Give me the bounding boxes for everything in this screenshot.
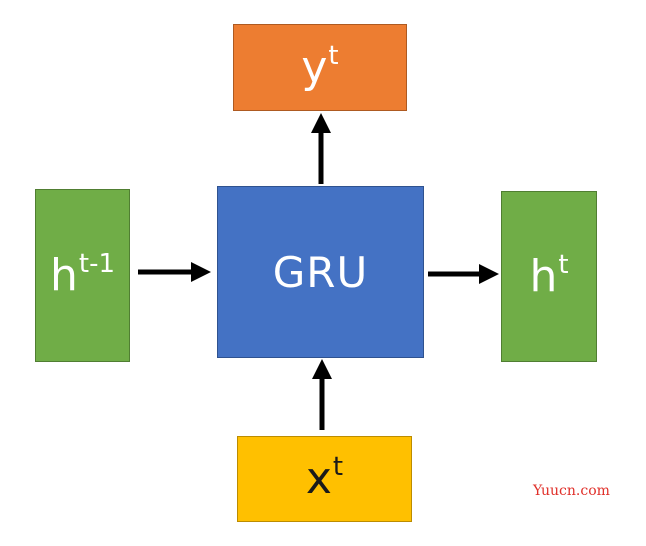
gru-cell: GRU — [217, 186, 424, 358]
hidden-label: ht — [529, 249, 569, 302]
input-node-x: xt — [237, 436, 412, 522]
prev-hidden-node: ht-1 — [35, 189, 130, 362]
output-label: yt — [301, 40, 339, 93]
hidden-node: ht — [501, 191, 597, 362]
prev-hidden-label: ht-1 — [49, 248, 115, 301]
watermark-text: Yuucn.com — [533, 483, 610, 499]
output-node-y: yt — [233, 24, 407, 111]
gru-label: GRU — [272, 247, 369, 297]
input-label: xt — [305, 452, 344, 504]
